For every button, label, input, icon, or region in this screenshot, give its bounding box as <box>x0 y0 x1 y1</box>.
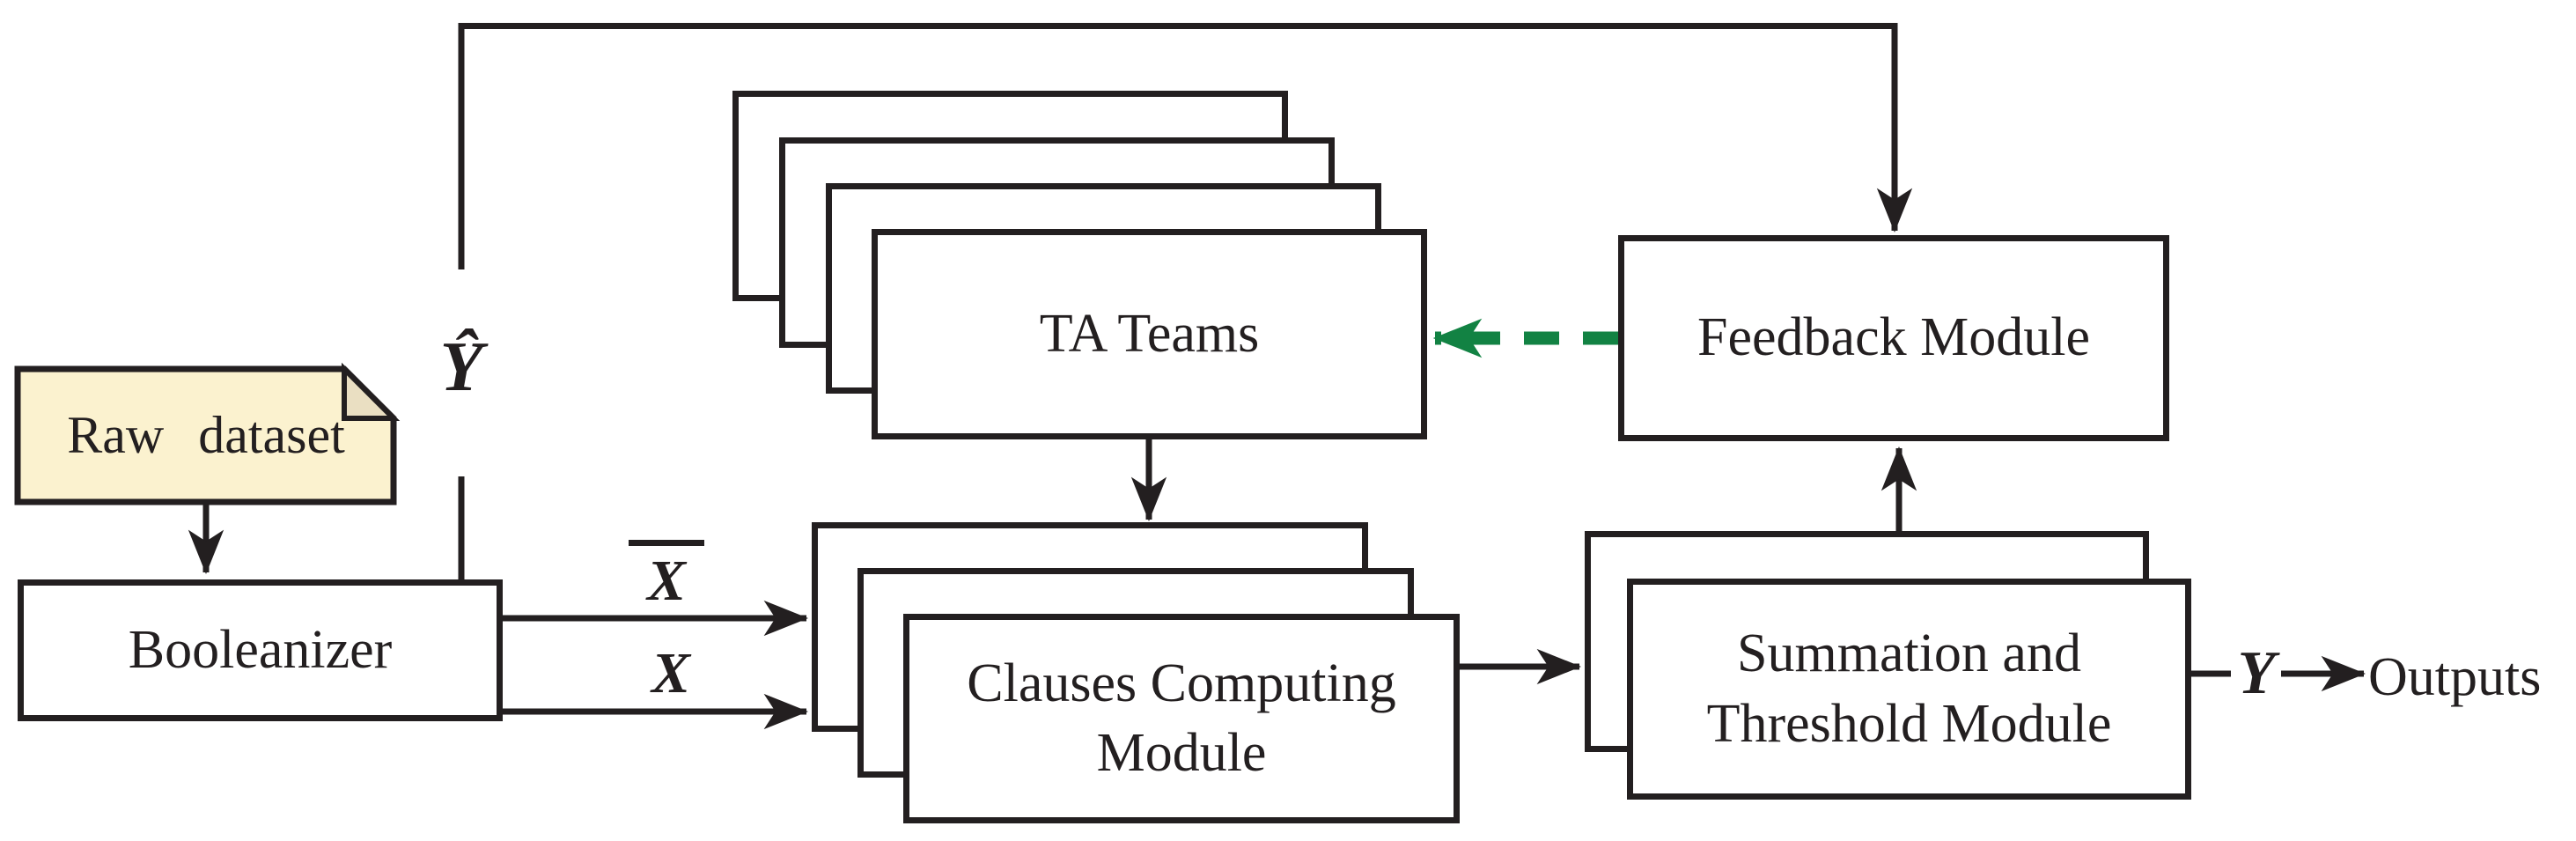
label-x-negated-glyph: X <box>646 549 687 613</box>
arrow-yhat-loop-to-feedback <box>458 23 1913 269</box>
node-ta-teams-label: TA Teams <box>1039 303 1260 364</box>
node-booleanizer: Booleanizer <box>18 579 503 721</box>
node-clauses-label-line2: Module <box>1096 723 1267 783</box>
label-y-hat: Ŷ <box>439 328 483 406</box>
node-raw-dataset-label: Raw dataset <box>67 406 345 464</box>
x-bar-overline <box>629 540 704 546</box>
raw-dataset-note-shape <box>14 365 397 505</box>
node-clauses-computing: Clauses Computing Module <box>903 614 1460 823</box>
label-x-negated: X <box>629 540 704 615</box>
node-summation-label-line2: Threshold Module <box>1706 693 2112 754</box>
node-ta-teams: TA Teams <box>872 229 1427 439</box>
label-y: Y <box>2237 639 2276 707</box>
label-outputs: Outputs <box>2368 646 2542 707</box>
raw-dataset-note-fold <box>342 362 401 421</box>
node-booleanizer-label: Booleanizer <box>128 619 393 680</box>
node-summation-label-line1: Summation and <box>1737 623 2081 684</box>
label-x: X <box>651 641 691 705</box>
node-feedback-module-label: Feedback Module <box>1697 307 2090 368</box>
node-clauses-label-line1: Clauses Computing <box>967 653 1396 713</box>
node-feedback-module: Feedback Module <box>1618 235 2169 441</box>
node-summation-threshold: Summation and Threshold Module <box>1627 579 2191 800</box>
